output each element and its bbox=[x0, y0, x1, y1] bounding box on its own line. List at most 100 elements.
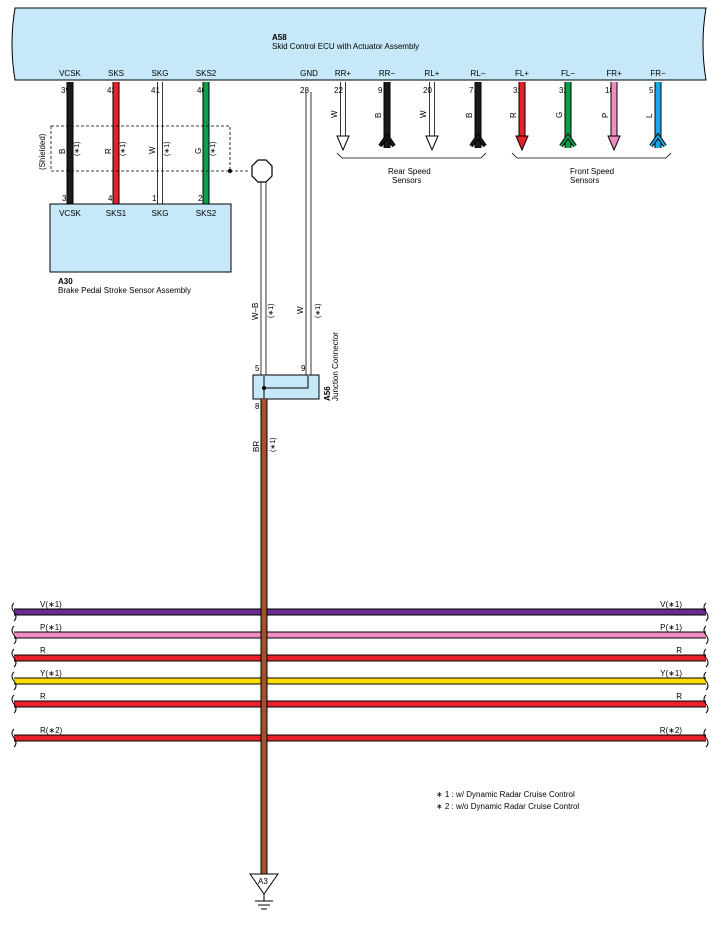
ecu-pin-label: RL+ bbox=[425, 69, 440, 78]
bus-line-label-right: R(∗2) bbox=[660, 726, 683, 735]
rear-speed-label-1: Rear Speed bbox=[388, 167, 431, 176]
junction-name: Junction Connector bbox=[331, 332, 340, 401]
bus-break-right bbox=[703, 728, 709, 748]
speed-wire-color: R bbox=[509, 112, 518, 118]
note-2: ∗ 2 : w/o Dynamic Radar Cruise Control bbox=[436, 802, 579, 811]
ecu-pin-number: 5 bbox=[649, 86, 654, 95]
ecu-pin-label: SKS bbox=[108, 69, 124, 78]
shield-box bbox=[50, 125, 231, 172]
junction-pin-left: 5 bbox=[255, 364, 260, 373]
speed-wire-color: G bbox=[555, 112, 564, 118]
sensor-pin-number: 4 bbox=[108, 194, 113, 203]
ecu-pin-label: FR− bbox=[650, 69, 666, 78]
ecu-pin-number: 28 bbox=[300, 86, 309, 95]
bus-line-label-right: R bbox=[676, 646, 682, 655]
rear-speed-bracket bbox=[336, 152, 487, 159]
bus-break-right bbox=[703, 694, 709, 714]
bus-line-label-right: R bbox=[676, 692, 682, 701]
speed-wire-color: P bbox=[601, 113, 610, 118]
bus-break-right bbox=[703, 625, 709, 645]
bus-line-label-right: Y(∗1) bbox=[660, 669, 682, 678]
speed-wire-color: W bbox=[419, 110, 428, 118]
ecu-pin-label: SKS2 bbox=[196, 69, 217, 78]
ecu-pin-label: SKG bbox=[152, 69, 169, 78]
sensor-wire-color: R bbox=[104, 148, 113, 154]
bus-break-right bbox=[703, 602, 709, 622]
front-speed-label-1: Front Speed bbox=[570, 167, 614, 176]
sensor-pin-number: 2 bbox=[198, 194, 203, 203]
ecu-code: A58 bbox=[272, 33, 287, 42]
bus-break-right bbox=[703, 648, 709, 668]
ground-triangle bbox=[249, 873, 279, 895]
ecu-pin-label: FR+ bbox=[606, 69, 622, 78]
note-1: ∗ 1 : w/ Dynamic Radar Cruise Control bbox=[436, 790, 575, 799]
speed-arrow-up bbox=[379, 134, 395, 147]
ecu-pin-label: VCSK bbox=[59, 69, 81, 78]
bus-break-right bbox=[703, 671, 709, 691]
bus-line-label-left: Y(∗1) bbox=[40, 669, 62, 678]
front-speed-bracket bbox=[511, 152, 672, 159]
junction-dot bbox=[262, 386, 266, 390]
sensor-pin-number: 1 bbox=[152, 194, 157, 203]
speed-wire-color: W bbox=[330, 110, 339, 118]
junction-code: A56 bbox=[323, 386, 332, 401]
speed-wire-color: L bbox=[645, 113, 654, 118]
speed-arrow-down bbox=[515, 135, 529, 152]
bus-break-left bbox=[11, 625, 17, 645]
speed-arrow-down bbox=[607, 135, 621, 152]
ecu-box bbox=[11, 7, 707, 81]
ecu-pin-label: RR− bbox=[379, 69, 396, 78]
ecu-pin-number: 42 bbox=[107, 86, 116, 95]
sensor-wires: B(∗1)R(∗1)W(∗1)G(∗1) bbox=[58, 82, 217, 204]
rear-speed-label-2: Sensors bbox=[392, 176, 421, 185]
sensor-pin-label: SKG bbox=[152, 209, 169, 218]
ecu-pin-number: 9 bbox=[378, 86, 383, 95]
bus-break-left bbox=[11, 728, 17, 748]
shield-wire-color: W–B bbox=[251, 303, 260, 320]
ecu-pin-number: 18 bbox=[605, 86, 614, 95]
shield-wire-note: (∗1) bbox=[268, 304, 275, 318]
gnd-wire-note: (∗1) bbox=[315, 304, 322, 318]
sensor-wire-color: G bbox=[194, 148, 203, 154]
bus-line-label-left: R bbox=[40, 692, 46, 701]
speed-arrow-down bbox=[425, 135, 439, 152]
ecu-pin-label: FL+ bbox=[515, 69, 529, 78]
bus-line-label-left: R bbox=[40, 646, 46, 655]
sensor-wire-color: W bbox=[148, 146, 157, 154]
ecu-pin-label: RL− bbox=[471, 69, 486, 78]
junction-internal-link bbox=[263, 376, 309, 389]
ground-point-label: A3 bbox=[258, 877, 268, 886]
ecu-pins: VCSK39SKS42SKG41SKS240GND28RR+22RR−9RL+2… bbox=[59, 69, 666, 95]
sensor-assembly-code: A30 bbox=[58, 277, 73, 286]
ecu-pin-label: FL− bbox=[561, 69, 575, 78]
sensor-wire-note: (∗1) bbox=[74, 142, 81, 156]
shield-joint-octagon bbox=[251, 159, 273, 183]
ground-wire-note: (∗1) bbox=[270, 438, 277, 452]
ecu-pin-number: 7 bbox=[469, 86, 474, 95]
bus-line-label-left: P(∗1) bbox=[40, 623, 62, 632]
shielded-label: (Shielded) bbox=[38, 133, 47, 170]
shield-drain-dot bbox=[228, 169, 232, 173]
bus-line-label-right: P(∗1) bbox=[660, 623, 682, 632]
bus-break-left bbox=[11, 648, 17, 668]
sensor-wire-note: (∗1) bbox=[210, 142, 217, 156]
gnd-wire-color: W bbox=[296, 306, 305, 314]
bus-line-label-left: R(∗2) bbox=[40, 726, 63, 735]
bus-line-label-left: V(∗1) bbox=[40, 600, 62, 609]
ecu-pin-number: 31 bbox=[513, 86, 522, 95]
bus-break-left bbox=[11, 694, 17, 714]
ecu-name: Skid Control ECU with Actuator Assembly bbox=[272, 42, 419, 51]
junction-pin-bottom: 8 bbox=[255, 402, 260, 411]
junction-pin-right: 9 bbox=[301, 364, 306, 373]
ecu-pin-number: 32 bbox=[559, 86, 568, 95]
bus-break-left bbox=[11, 671, 17, 691]
speed-wire-color: B bbox=[465, 113, 474, 118]
ecu-pin-number: 20 bbox=[423, 86, 432, 95]
ecu-pin-label: RR+ bbox=[335, 69, 352, 78]
sensor-assembly-box bbox=[49, 203, 232, 273]
sensor-assembly-name: Brake Pedal Stroke Sensor Assembly bbox=[58, 286, 191, 295]
front-speed-label-2: Sensors bbox=[570, 176, 599, 185]
